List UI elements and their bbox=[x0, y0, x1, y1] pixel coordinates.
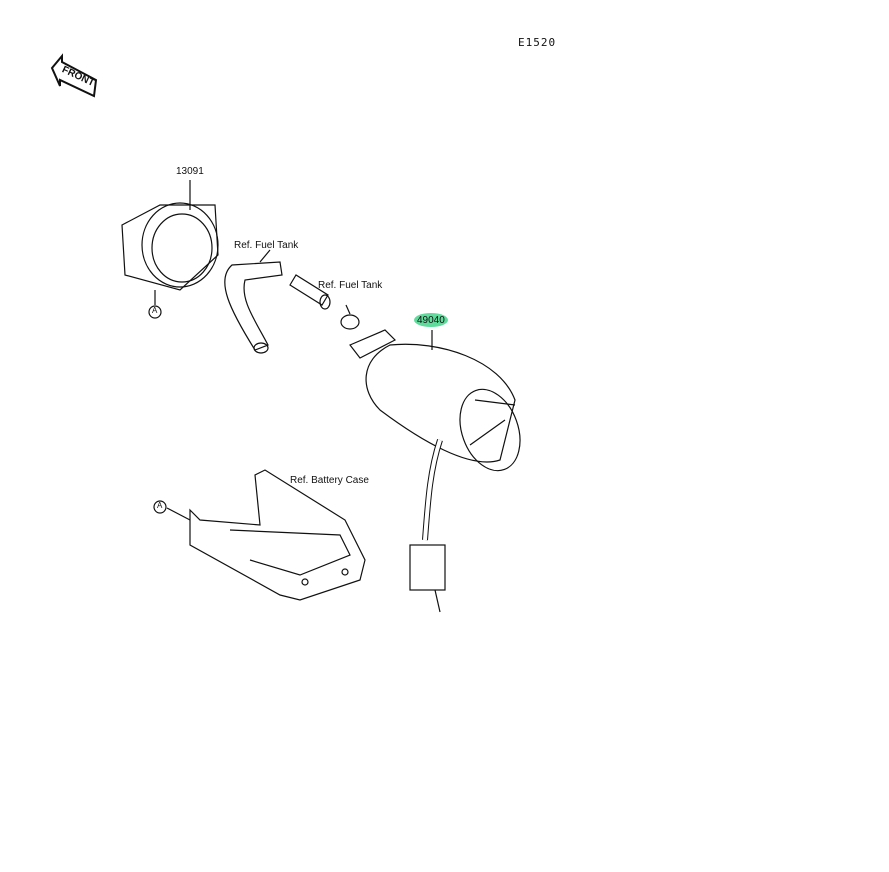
part-number-13091[interactable]: 13091 bbox=[176, 166, 204, 177]
part-highlight bbox=[414, 313, 448, 327]
diagram-code: E1520 bbox=[518, 36, 557, 49]
fuel-pump-49040 bbox=[349, 329, 521, 613]
ref-fuel-tank-label: Ref. Fuel Tank bbox=[234, 240, 299, 251]
part-number-49040[interactable]: 49040 bbox=[417, 315, 445, 326]
ref-battery-case-label: Ref. Battery Case bbox=[290, 475, 369, 486]
callout-a-1: A bbox=[152, 306, 158, 315]
front-arrow-icon: FRONT bbox=[50, 53, 98, 98]
battery-case bbox=[153, 469, 366, 601]
hose-clamp bbox=[340, 304, 360, 330]
ref-fuel-tank-label-2: Ref. Fuel Tank bbox=[318, 280, 383, 291]
fuel-hose bbox=[224, 249, 331, 354]
bracket-13091 bbox=[121, 180, 219, 319]
callout-a-2: A bbox=[157, 501, 163, 510]
